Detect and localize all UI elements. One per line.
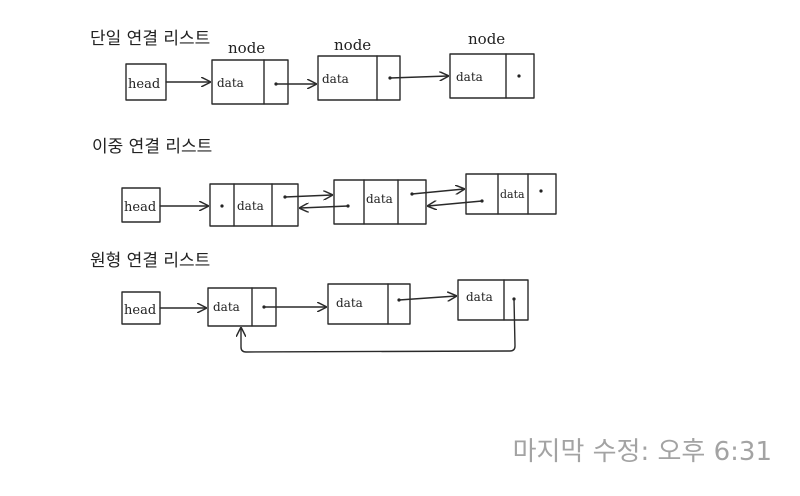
section-title-circular: 원형 연결 리스트 [90, 251, 210, 271]
node-label: node [334, 36, 371, 54]
doubly-linked-list: 이중 연결 리스트 head data data data [92, 137, 557, 227]
section-title-doubly: 이중 연결 리스트 [92, 137, 212, 157]
arrow-next [284, 195, 332, 197]
head-label: head [124, 303, 156, 318]
arrow-loop-back-to-first [241, 298, 516, 353]
arrow-next [411, 189, 464, 194]
node-box [457, 279, 529, 321]
arrow-prev [300, 206, 349, 208]
prev-pointer-dot [220, 204, 224, 208]
node-box [211, 59, 289, 105]
singly-linked-list: 단일 연결 리스트 head node data node data node … [90, 29, 535, 105]
head-box [121, 291, 161, 325]
next-pointer-dot [539, 189, 543, 193]
node-data: data [336, 296, 363, 310]
node-data: data [237, 199, 264, 213]
pointer-dot [517, 74, 521, 78]
node-box [327, 283, 411, 325]
node-box [209, 183, 299, 227]
arrow-next [398, 296, 456, 300]
circular-linked-list: 원형 연결 리스트 head data data data [90, 251, 529, 353]
head-label: head [124, 200, 156, 215]
last-modified-timestamp: 마지막 수정: 오후 6:31 [512, 437, 772, 467]
arrow-prev [428, 200, 483, 206]
node-box [333, 179, 427, 225]
head-box [121, 187, 161, 223]
node-data: data [366, 192, 393, 206]
head-label: head [128, 77, 160, 92]
section-title-singly: 단일 연결 리스트 [90, 29, 210, 49]
node-box [465, 173, 557, 215]
node-label: node [468, 30, 505, 48]
node-data: data [217, 76, 244, 90]
node-data: data [466, 290, 493, 304]
node-data: data [322, 72, 349, 86]
arrow-next [389, 76, 448, 78]
node-label: node [228, 39, 265, 57]
node-box [317, 55, 401, 101]
head-box [125, 63, 167, 101]
node-data: data [500, 188, 525, 201]
node-data: data [213, 300, 240, 314]
node-data: data [456, 70, 483, 84]
